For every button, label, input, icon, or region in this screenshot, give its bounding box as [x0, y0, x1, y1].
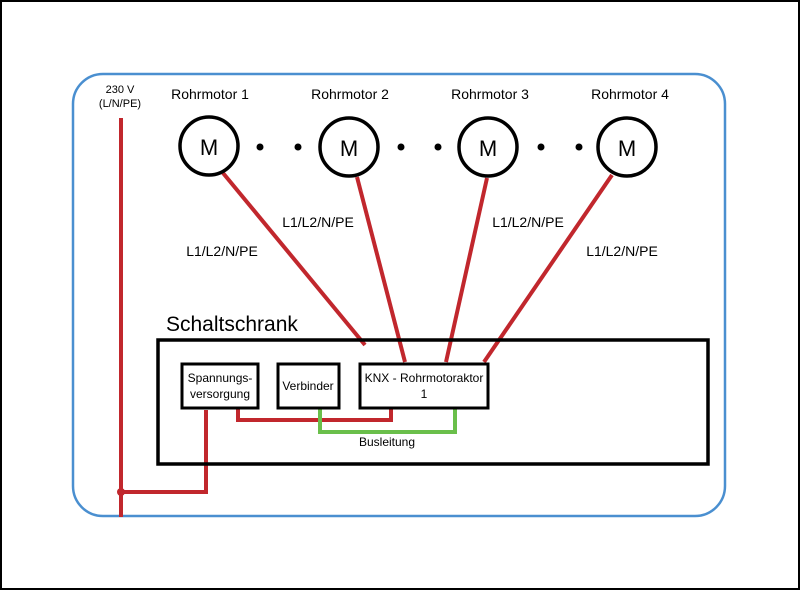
supply-label-line2: (L/N/PE): [99, 98, 141, 110]
installation-enclosure: [71, 72, 727, 518]
psu-label-line2: versorgung: [190, 387, 250, 401]
motor-1-cable-label: L1/L2/N/PE: [186, 243, 258, 259]
ellipsis-dot: [434, 143, 442, 151]
power-supply-box: [180, 362, 260, 410]
bus-label: Busleitung: [359, 435, 415, 449]
junction-dot: [117, 488, 125, 496]
actuator-label-line2: 1: [421, 387, 428, 401]
motor-2-label: Rohrmotor 2: [311, 86, 389, 102]
actuator-label-line1: KNX - Rohrmotoraktor: [365, 371, 484, 385]
motor-1-label: Rohrmotor 1: [171, 86, 249, 102]
psu-label-line1: Spannungs-: [188, 371, 253, 385]
motor-2-circle: [318, 116, 380, 178]
ellipsis-dot: [256, 143, 264, 151]
motor-3-cable: [444, 177, 489, 363]
ellipsis-dot: [537, 143, 545, 151]
motor-3-circle: [457, 116, 519, 178]
motor-4-cable-label: L1/L2/N/PE: [586, 243, 658, 259]
motor-3-label: Rohrmotor 3: [451, 86, 529, 102]
motor-4-circle: [596, 116, 658, 178]
motor-2-cable: [355, 176, 407, 363]
motor-2-cable-label: L1/L2/N/PE: [282, 214, 354, 230]
motor-4-symbol: M: [618, 136, 636, 161]
motor-3-cable-label: L1/L2/N/PE: [492, 214, 564, 230]
cabinet-box: [156, 338, 710, 466]
motor-2-symbol: M: [340, 136, 358, 161]
connector-box: [276, 362, 341, 410]
bus-line: [318, 408, 457, 434]
ellipsis-dot: [575, 143, 583, 151]
motor-1-circle: [178, 115, 240, 177]
motor-4-label: Rohrmotor 4: [591, 86, 669, 102]
motor-1-cable: [221, 171, 367, 347]
motor-4-cable: [482, 173, 614, 364]
connector-label: Verbinder: [282, 379, 333, 393]
ellipsis-dot: [294, 143, 302, 151]
ellipsis-dot: [397, 143, 405, 151]
motor-1-symbol: M: [200, 135, 218, 160]
knx-actuator-box: [358, 362, 490, 410]
supply-to-psu-line: [121, 410, 208, 494]
motor-3-symbol: M: [479, 136, 497, 161]
supply-label-line1: 230 V: [106, 84, 135, 96]
psu-to-actuator-power-line: [236, 408, 393, 422]
cabinet-title: Schaltschrank: [166, 313, 298, 336]
